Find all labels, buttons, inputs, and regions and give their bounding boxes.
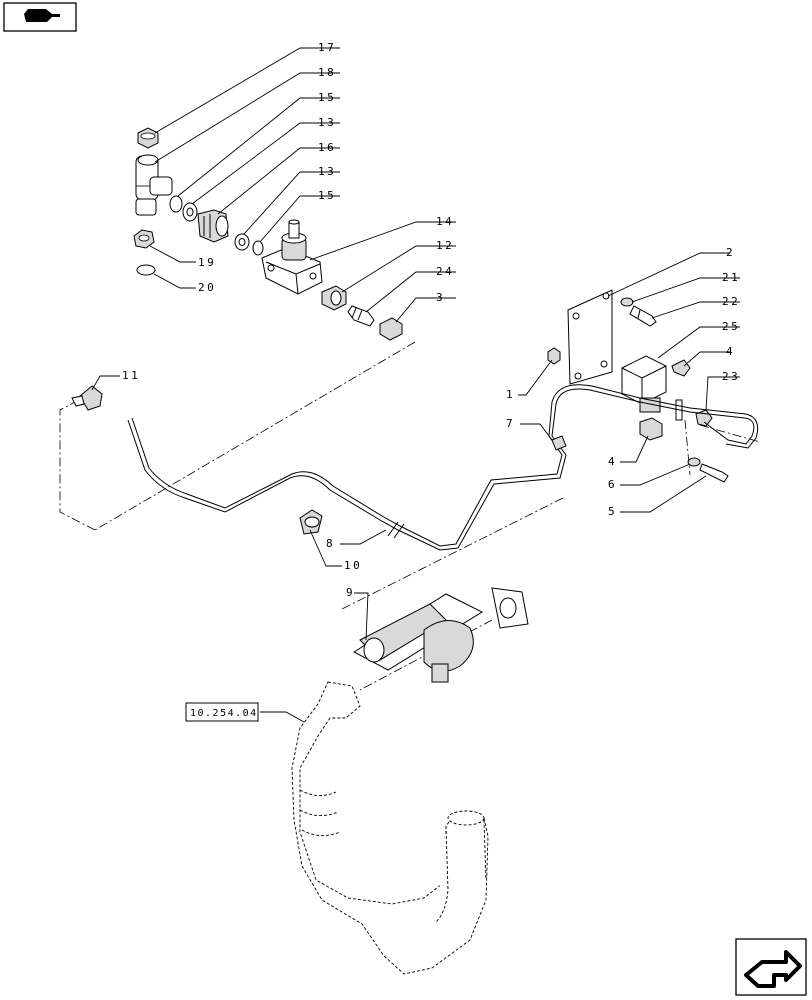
bolt-part-22 (629, 305, 657, 327)
next-page-arrow-icon[interactable] (735, 938, 807, 996)
callout-5: 5 (608, 505, 617, 518)
o-ring-part-15b (252, 240, 264, 256)
callout-22: 22 (722, 295, 740, 308)
pipe-part-8 (127, 384, 759, 551)
callout-8: 8 (326, 537, 335, 550)
pipe-fitting-part-7 (551, 435, 567, 451)
callout-1: 1 (506, 388, 515, 401)
washer-part-13a (182, 202, 198, 222)
callout-13a: 13 (318, 116, 336, 129)
washer-part-6 (687, 457, 701, 467)
callout-15b: 15 (318, 189, 336, 202)
adapter-part-16 (197, 209, 229, 243)
solenoid-valve-part-25 (621, 355, 667, 413)
previous-page-arrow-icon[interactable] (3, 2, 77, 32)
exhaust-brake-part-9 (353, 587, 529, 683)
callout-18: 18 (318, 66, 336, 79)
nipple-part-24 (347, 305, 375, 327)
callout-9: 9 (346, 586, 355, 599)
bolt-part-5 (699, 463, 729, 483)
valve-part-14 (261, 219, 323, 295)
tee-fitting-part-18 (135, 154, 173, 216)
washer-part-21 (620, 297, 634, 307)
callout-2: 2 (726, 246, 735, 259)
callout-10: 10 (344, 559, 362, 572)
callout-21: 21 (722, 271, 740, 284)
callout-12: 12 (436, 239, 454, 252)
connector-part-12 (321, 285, 347, 311)
callout-16: 16 (318, 141, 336, 154)
callout-13b: 13 (318, 165, 336, 178)
o-ring-part-15a (169, 195, 183, 213)
callout-14: 14 (436, 215, 454, 228)
callout-17: 17 (318, 41, 336, 54)
callout-7: 7 (506, 417, 515, 430)
callout-6: 6 (608, 478, 617, 491)
washer-part-20 (136, 264, 156, 276)
reference-tag-label: 10.254.04 (190, 708, 258, 719)
exhaust-pipe-hidden (291, 681, 489, 975)
nut-part-19 (133, 229, 155, 249)
elbow-fitting-part-4b (639, 417, 663, 441)
callout-4b: 4 (608, 455, 617, 468)
elbow-fitting-part-4a (671, 359, 691, 377)
leader-lines (91, 47, 740, 723)
elbow-fitting-part-11 (71, 385, 103, 411)
callout-11: 11 (122, 369, 140, 382)
cap-part-3 (379, 317, 403, 341)
washer-part-13b (234, 233, 250, 251)
nut-part-1 (547, 347, 561, 365)
reference-tag-button[interactable]: 10.254.04 (185, 702, 259, 722)
callout-15a: 15 (318, 91, 336, 104)
callout-23: 23 (722, 370, 740, 383)
bracket-plate-part-2 (567, 289, 613, 385)
callout-25: 25 (722, 320, 740, 333)
nut-part-17 (137, 127, 159, 149)
callout-19: 19 (198, 256, 216, 269)
callout-labels: 17 18 15 13 16 13 15 14 19 20 12 24 3 2 … (122, 41, 740, 599)
callout-20: 20 (198, 281, 216, 294)
callout-24: 24 (436, 265, 454, 278)
callout-3: 3 (436, 291, 445, 304)
clamp-part-10 (299, 509, 323, 535)
callout-4a: 4 (726, 345, 735, 358)
